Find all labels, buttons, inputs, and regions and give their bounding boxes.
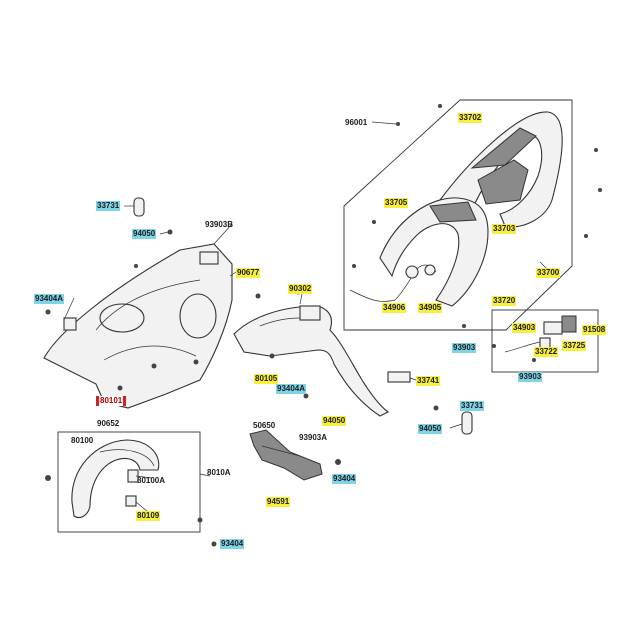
part-label-93404a-rear: 93404A	[276, 384, 307, 394]
part-label-94050: 94050	[132, 229, 157, 239]
part-label-33705: 33705	[384, 198, 409, 208]
part-label-90677: 90677	[236, 268, 261, 278]
part-label-94050-center: 94050	[322, 416, 347, 426]
part-label-33700: 33700	[536, 268, 561, 278]
part-label-34906: 34906	[382, 303, 407, 313]
part-label-93404: 93404	[332, 474, 357, 484]
part-label-80101: 80101	[96, 396, 127, 406]
part-label-33703: 33703	[492, 224, 517, 234]
part-label-34903: 34903	[512, 323, 537, 333]
part-label-90302: 90302	[288, 284, 313, 294]
hardware-fasteners	[45, 104, 602, 547]
part-label-80105: 80105	[254, 374, 279, 384]
tail-light-assembly-box	[491, 309, 599, 373]
part-label-33722: 33722	[534, 347, 559, 357]
rear-fender-part	[233, 305, 390, 417]
part-label-50650: 50650	[253, 421, 276, 430]
part-label-93404a: 93404A	[34, 294, 65, 304]
part-label-90652: 90652	[97, 419, 120, 428]
reflector-left	[133, 197, 145, 217]
part-label-33731: 33731	[96, 201, 121, 211]
part-label-33731-right: 33731	[460, 401, 485, 411]
reflector-right	[461, 411, 473, 435]
part-label-93404-bottom: 93404	[220, 539, 245, 549]
part-label-34905: 34905	[418, 303, 443, 313]
main-body-cover-part	[43, 243, 233, 409]
part-label-8010a: 8010A	[207, 468, 231, 477]
part-label-91508: 91508	[582, 325, 607, 335]
part-label-93903-lower: 93903	[518, 372, 543, 382]
part-label-94591: 94591	[266, 497, 291, 507]
part-label-93903a: 93903A	[299, 433, 328, 442]
part-label-93903: 93903	[452, 343, 477, 353]
tail-light-part	[504, 315, 577, 353]
part-label-33720: 33720	[492, 296, 517, 306]
inner-cover-part	[379, 197, 489, 307]
part-label-96001: 96001	[345, 118, 368, 127]
part-label-33741: 33741	[416, 376, 441, 386]
part-label-80100: 80100	[71, 436, 94, 445]
rear-cover-part	[439, 111, 563, 228]
part-label-80109: 80109	[136, 511, 161, 521]
part-label-80100a: 80100A	[137, 476, 166, 485]
part-label-33725: 33725	[562, 341, 587, 351]
front-fender-assembly-box	[57, 431, 201, 533]
part-label-93903b: 93903B	[205, 220, 234, 229]
seat-cover-assembly-box	[343, 99, 573, 331]
part-label-94050-right: 94050	[418, 424, 443, 434]
part-label-33702: 33702	[458, 113, 483, 123]
reflector-plate	[387, 371, 411, 383]
license-bracket-part	[249, 429, 323, 481]
front-fender-part	[71, 439, 160, 519]
